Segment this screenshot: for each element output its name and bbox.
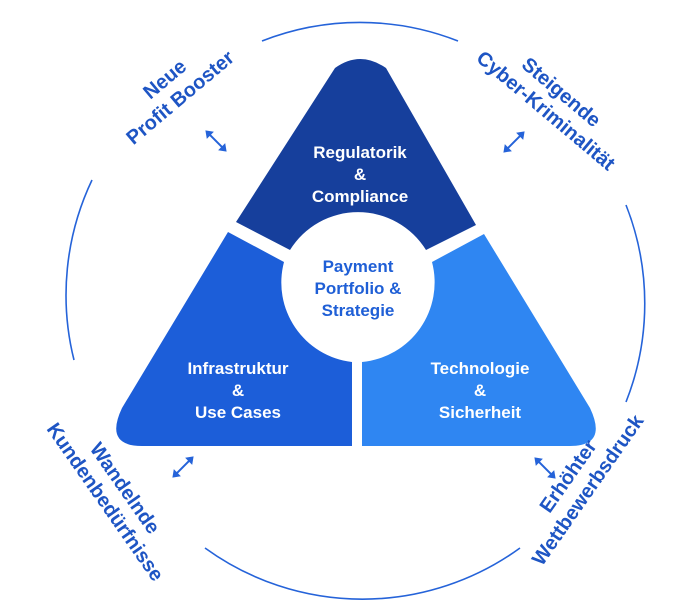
double-arrow-icon [205,130,227,152]
segment-top-line2: & [354,165,366,184]
center-line2: Portfolio & [315,279,402,298]
segment-right-line3: Sicherheit [439,403,522,422]
segment-technologie [362,234,596,446]
segment-left-line3: Use Cases [195,403,281,422]
driver-top-right: Steigende Cyber-Kriminalität [472,47,619,176]
ring-arc-left [65,179,93,361]
segment-regulatorik [236,59,476,250]
ring-arc-bottom [204,547,521,600]
ring-arc-right [625,204,646,403]
segment-right-line1: Technologie [431,359,530,378]
segment-top-line1: Regulatorik [313,143,407,162]
segment-infrastruktur [116,232,352,446]
segment-left-line1: Infrastruktur [187,359,288,378]
segment-top-line3: Compliance [312,187,408,206]
double-arrow-icon [534,457,556,479]
center-circle [287,217,429,359]
double-arrow-icon [503,131,525,153]
segment-left-line2: & [232,381,244,400]
ring-arc-top [261,21,459,42]
center-line1: Payment [323,257,394,276]
double-arrow-icon [172,456,194,478]
center-line3: Strategie [322,301,395,320]
segment-right-line2: & [474,381,486,400]
driver-top-left: Neue Profit Booster [122,47,238,150]
